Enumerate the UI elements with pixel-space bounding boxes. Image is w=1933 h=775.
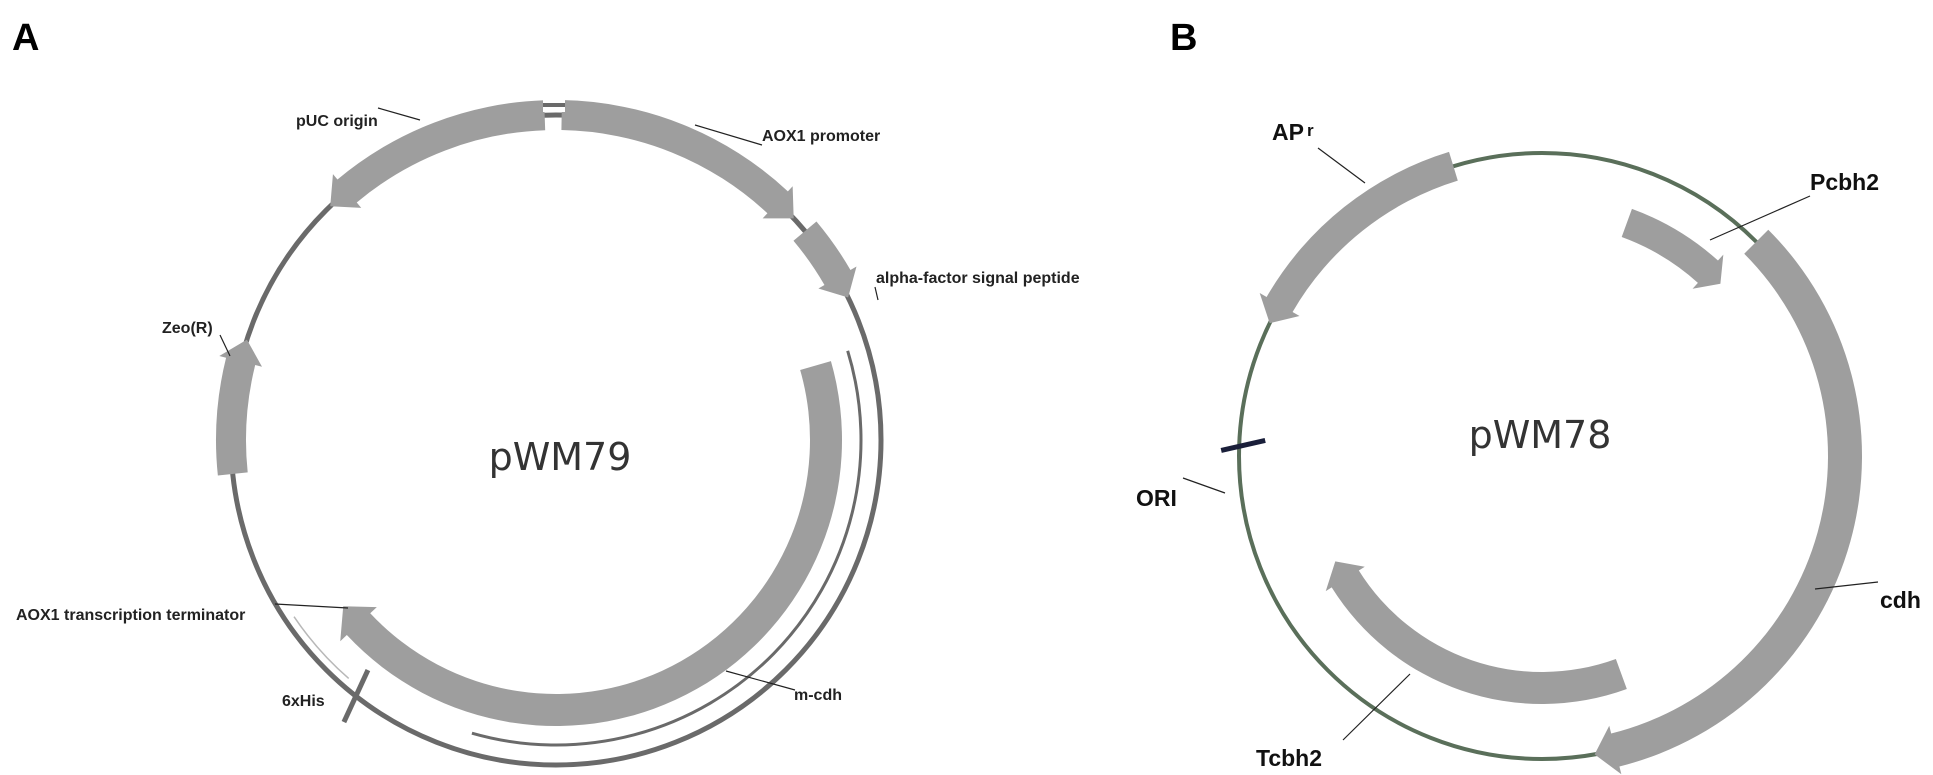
label-alpha-factor: alpha-factor signal peptide xyxy=(876,270,1080,287)
leader-cdh xyxy=(1814,581,1879,590)
feature-cdh-arrow xyxy=(1594,229,1862,775)
label-zeo: Zeo(R) xyxy=(162,320,213,337)
label-pcbh2: Pcbh2 xyxy=(1810,169,1879,195)
leader-ori xyxy=(1182,477,1226,494)
feature-6xhis-tick xyxy=(341,669,371,724)
panel-b-letter: B xyxy=(1170,17,1197,59)
plasmid-a-name: pWM79 xyxy=(489,435,632,479)
leader-zeo xyxy=(219,334,231,357)
feature-alpha-factor-arrow xyxy=(793,221,857,298)
leader-tcbh2 xyxy=(1342,673,1411,741)
feature-m-cdh-outer-arc xyxy=(471,350,863,747)
feature-puc-origin-arrow xyxy=(330,100,546,208)
leader-alpha-factor xyxy=(874,286,879,301)
feature-ori-tick xyxy=(1220,437,1266,453)
feature-aox1-terminator-arc xyxy=(293,616,350,680)
label-puc-origin: pUC origin xyxy=(296,113,378,130)
plasmid-b-name: pWM78 xyxy=(1469,413,1612,457)
label-aox1-terminator: AOX1 transcription terminator xyxy=(16,607,245,624)
feature-pcbh2-arrow xyxy=(1621,208,1724,289)
label-apr-superscript: r xyxy=(1307,121,1314,140)
leader-aox1-promoter xyxy=(694,124,763,146)
leader-puc-origin xyxy=(377,107,421,121)
feature-tcbh2-arrow xyxy=(1325,561,1627,704)
label-aox1-promoter: AOX1 promoter xyxy=(762,128,880,145)
label-m-cdh: m-cdh xyxy=(794,687,842,704)
label-6xhis: 6xHis xyxy=(282,693,325,710)
feature-aox1-promoter-arrow xyxy=(561,100,794,219)
feature-m-cdh-arrow xyxy=(340,361,842,726)
leader-aox1-terminator xyxy=(274,603,349,609)
label-apr-main: AP xyxy=(1272,119,1304,145)
leader-pcbh2 xyxy=(1709,195,1811,241)
label-tcbh2: Tcbh2 xyxy=(1256,745,1322,771)
feature-zeo-arrow xyxy=(216,339,263,476)
leader-apr xyxy=(1317,147,1366,184)
label-cdh: cdh xyxy=(1880,587,1921,613)
panel-a-letter: A xyxy=(12,17,39,59)
feature-apr-arrow xyxy=(1259,151,1458,324)
panel-a: A pUC origin AOX1 promoter alpha-factor … xyxy=(12,17,1080,768)
label-ori: ORI xyxy=(1136,485,1177,511)
leader-m-cdh xyxy=(725,670,796,691)
